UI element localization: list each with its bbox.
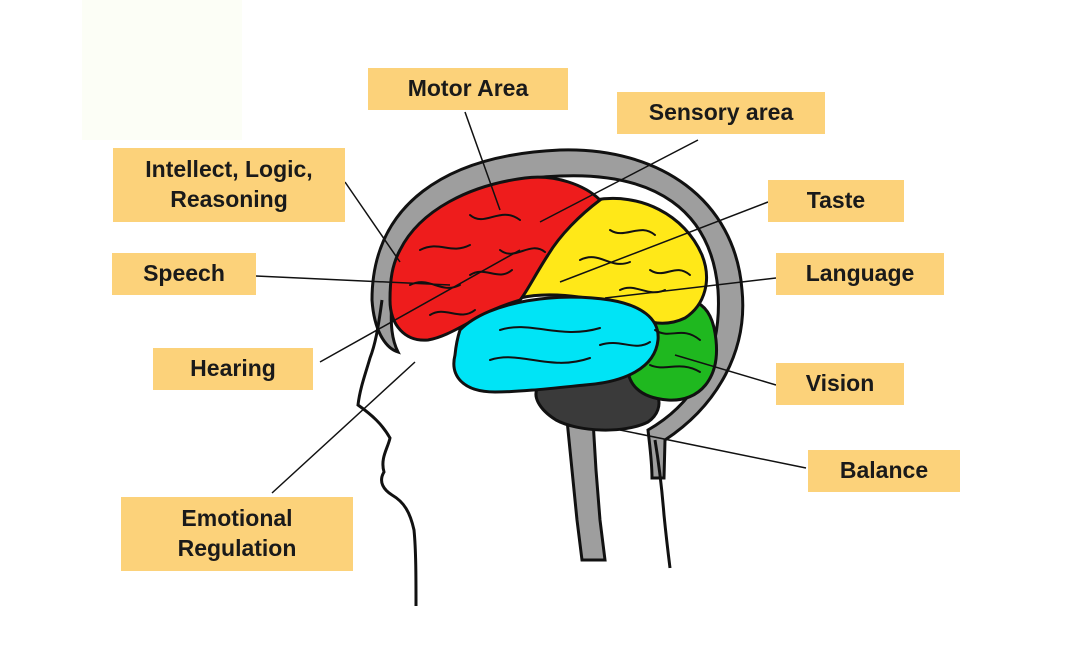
connector-lines (255, 111, 807, 494)
label-intellect-logic-reasoning: Intellect, Logic, Reasoning (113, 148, 345, 222)
label-taste: Taste (768, 180, 904, 222)
brain-stem (563, 396, 607, 562)
label-language: Language (776, 253, 944, 295)
background-tint (82, 0, 242, 140)
label-speech: Speech (112, 253, 256, 295)
label-motor-area: Motor Area (368, 68, 568, 110)
label-emotional-regulation: Emotional Regulation (121, 497, 353, 571)
neck-back-outline (653, 439, 672, 569)
head-outline (356, 299, 418, 607)
label-hearing: Hearing (153, 348, 313, 390)
label-sensory-area: Sensory area (617, 92, 825, 134)
label-balance: Balance (808, 450, 960, 492)
temporal-lobe (452, 295, 660, 394)
label-vision: Vision (776, 363, 904, 405)
